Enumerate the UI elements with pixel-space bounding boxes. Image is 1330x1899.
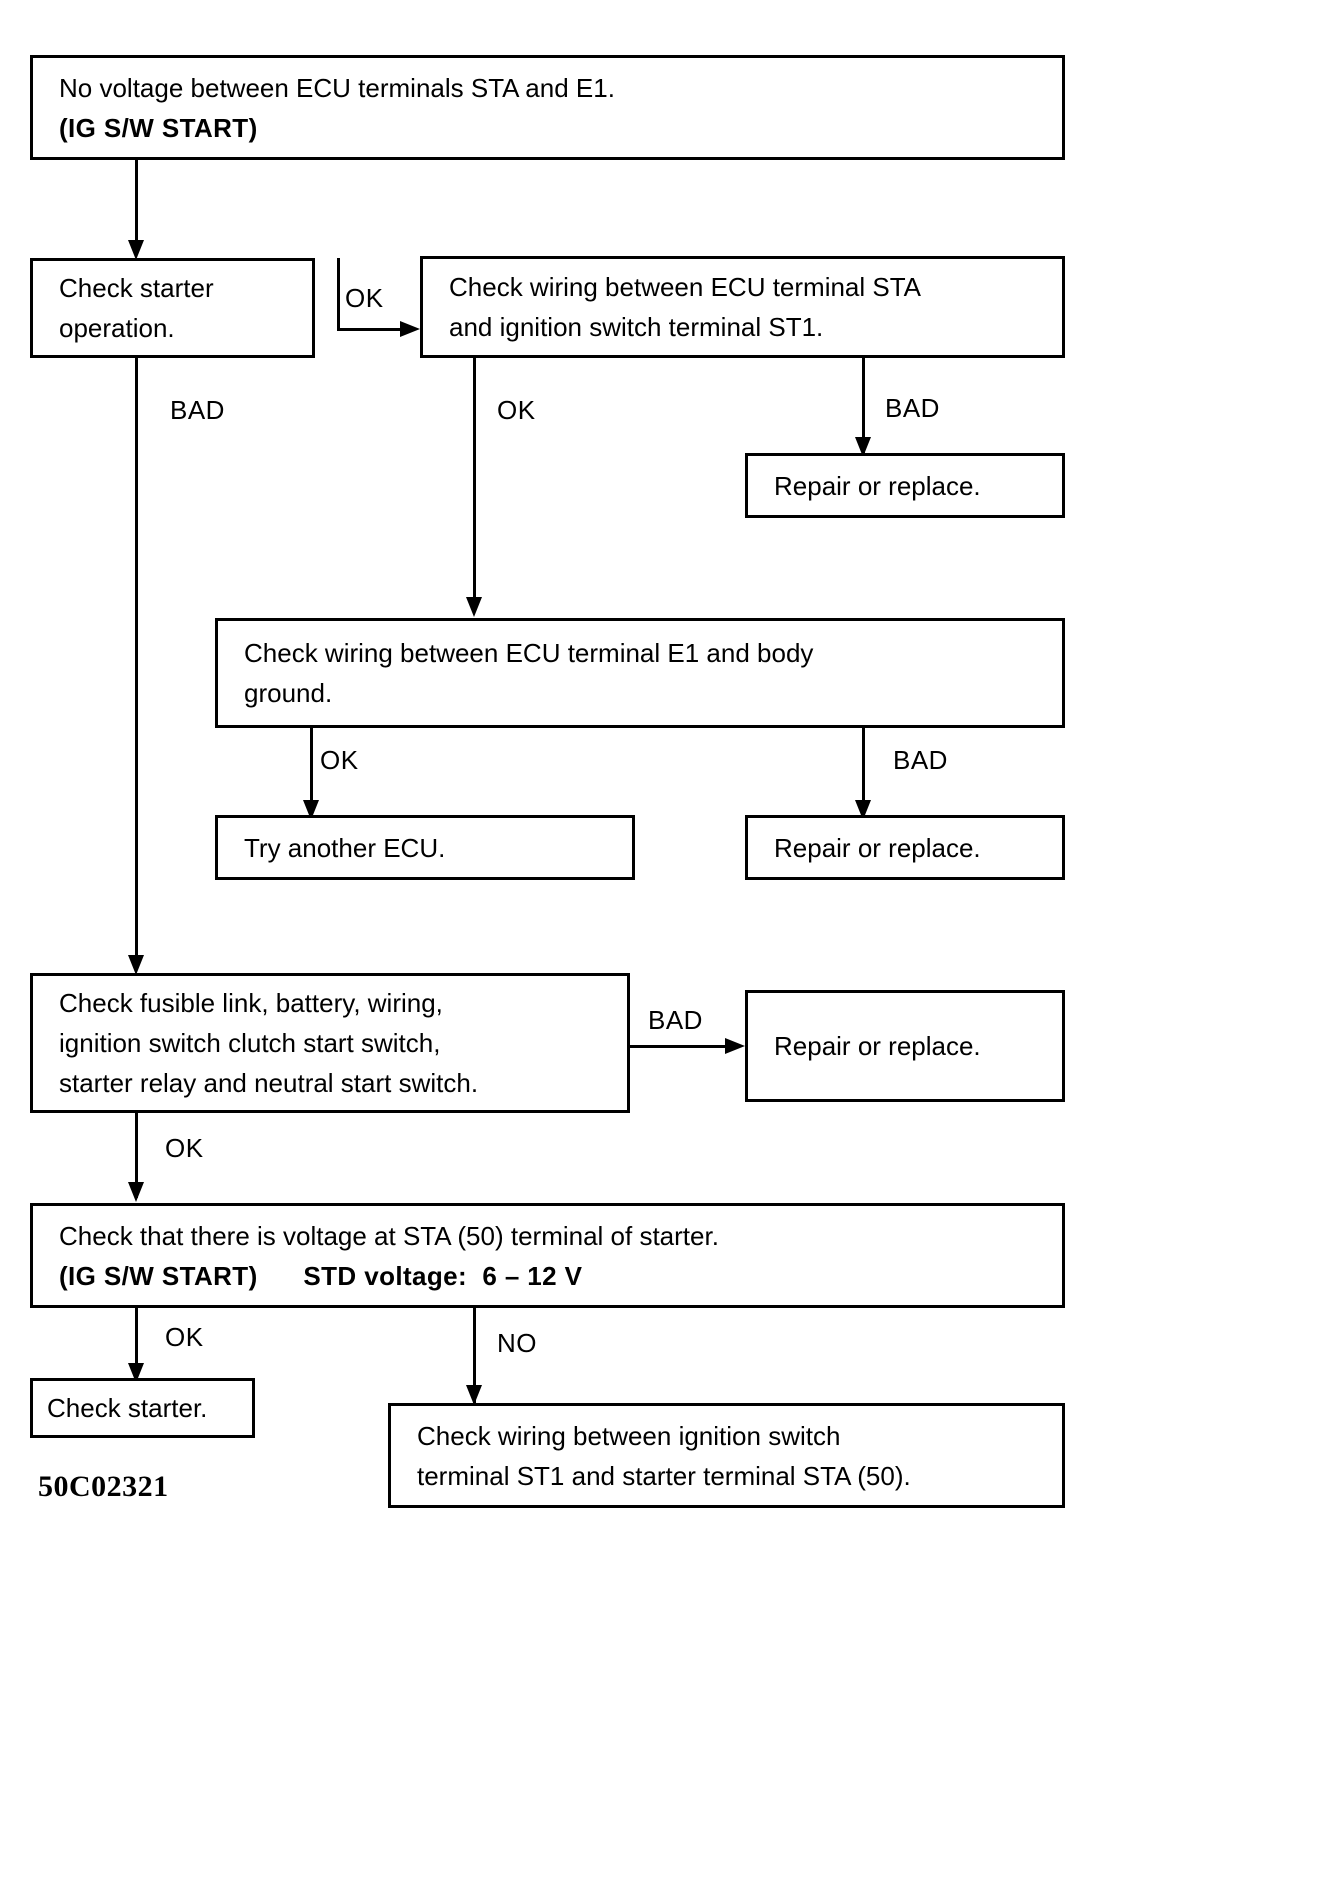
connector-start-to-check-starter-operation <box>135 160 138 252</box>
edge-label-bad-2: BAD <box>885 393 940 423</box>
arrowhead-right-ok1 <box>400 321 420 337</box>
arrowhead-right-bad4 <box>725 1038 745 1054</box>
arrowhead-down-ok4 <box>128 1182 144 1202</box>
box-check-fusible-link-line-3: starter relay and neutral start switch. <box>59 1068 479 1098</box>
connector-bad3-vertical <box>862 728 865 818</box>
connector-bad2-vertical <box>862 358 865 453</box>
box-try-another-ecu-line-1: Try another ECU. <box>244 832 446 863</box>
box-check-fusible-link: Check fusible link, battery, wiring, ign… <box>30 973 630 1113</box>
box-check-voltage-sta50-line-2: (IG S/W START) STD voltage: 6 – 12 V <box>59 1260 583 1291</box>
connector-no1-vertical <box>473 1308 476 1403</box>
edge-label-bad-4: BAD <box>648 1005 703 1035</box>
arrowhead-down-bad2 <box>855 437 871 457</box>
arrowhead-down-no1 <box>466 1385 482 1405</box>
edge-label-ok-1: OK <box>345 283 384 313</box>
box-check-wiring-st1-sta50-line-1: Check wiring between ignition switch <box>417 1420 841 1451</box>
box-check-wiring-st1-sta50-line-2: terminal ST1 and starter terminal STA (5… <box>417 1460 911 1491</box>
box-check-starter-operation: Check starter operation. <box>30 258 315 358</box>
edge-label-bad-3: BAD <box>893 745 948 775</box>
connector-ok1-stub <box>337 258 340 330</box>
box-start-line-1: No voltage between ECU terminals STA and… <box>59 72 615 103</box>
box-repair-or-replace-1-line-1: Repair or replace. <box>774 470 981 501</box>
box-repair-or-replace-2-line-1: Repair or replace. <box>774 832 981 863</box>
connector-ok5-vertical <box>135 1308 138 1380</box>
connector-ok3-vertical <box>310 728 313 818</box>
box-try-another-ecu: Try another ECU. <box>215 815 635 880</box>
edge-label-bad-1: BAD <box>170 395 225 425</box>
edge-label-ok-3: OK <box>320 745 359 775</box>
edge-label-ok-5: OK <box>165 1322 204 1352</box>
connector-bad1-vertical <box>135 358 138 970</box>
box-check-wiring-sta-st1: Check wiring between ECU terminal STA an… <box>420 256 1065 358</box>
connector-ok1-horizontal <box>337 328 410 331</box>
box-repair-or-replace-3-line-1: Repair or replace. <box>774 1031 981 1061</box>
connector-ok2-vertical <box>473 358 476 608</box>
connector-bad4-horizontal <box>630 1045 735 1048</box>
box-check-starter-line-1: Check starter. <box>47 1393 208 1423</box>
box-check-starter-operation-line-1: Check starter <box>59 273 214 303</box>
edge-label-no-1: NO <box>497 1328 537 1358</box>
box-check-starter-operation-line-2: operation. <box>59 313 175 343</box>
box-check-wiring-sta-st1-line-2: and ignition switch terminal ST1. <box>449 312 824 342</box>
box-start-line-2: (IG S/W START) <box>59 112 258 143</box>
arrowhead-down-bad1 <box>128 955 144 975</box>
connector-ok4-vertical <box>135 1113 138 1198</box>
box-check-wiring-e1-ground-line-1: Check wiring between ECU terminal E1 and… <box>244 638 814 668</box>
edge-label-ok-2: OK <box>497 395 536 425</box>
box-check-voltage-sta50: Check that there is voltage at STA (50) … <box>30 1203 1065 1308</box>
arrowhead-down-start <box>128 240 144 260</box>
box-check-wiring-e1-ground: Check wiring between ECU terminal E1 and… <box>215 618 1065 728</box>
box-check-wiring-st1-sta50: Check wiring between ignition switch ter… <box>388 1403 1065 1508</box>
box-check-fusible-link-line-2: ignition switch clutch start switch, <box>59 1028 441 1058</box>
box-repair-or-replace-1: Repair or replace. <box>745 453 1065 518</box>
box-check-wiring-e1-ground-line-2: ground. <box>244 678 333 708</box>
edge-label-ok-4: OK <box>165 1133 204 1163</box>
box-check-wiring-sta-st1-line-1: Check wiring between ECU terminal STA <box>449 272 922 302</box>
box-repair-or-replace-3: Repair or replace. <box>745 990 1065 1102</box>
box-check-fusible-link-line-1: Check fusible link, battery, wiring, <box>59 988 443 1018</box>
box-repair-or-replace-2: Repair or replace. <box>745 815 1065 880</box>
box-start: No voltage between ECU terminals STA and… <box>30 55 1065 160</box>
figure-code: 50C02321 <box>38 1470 169 1503</box>
box-check-starter: Check starter. <box>30 1378 255 1438</box>
arrowhead-down-ok2 <box>466 597 482 617</box>
box-check-voltage-sta50-line-1: Check that there is voltage at STA (50) … <box>59 1220 719 1251</box>
